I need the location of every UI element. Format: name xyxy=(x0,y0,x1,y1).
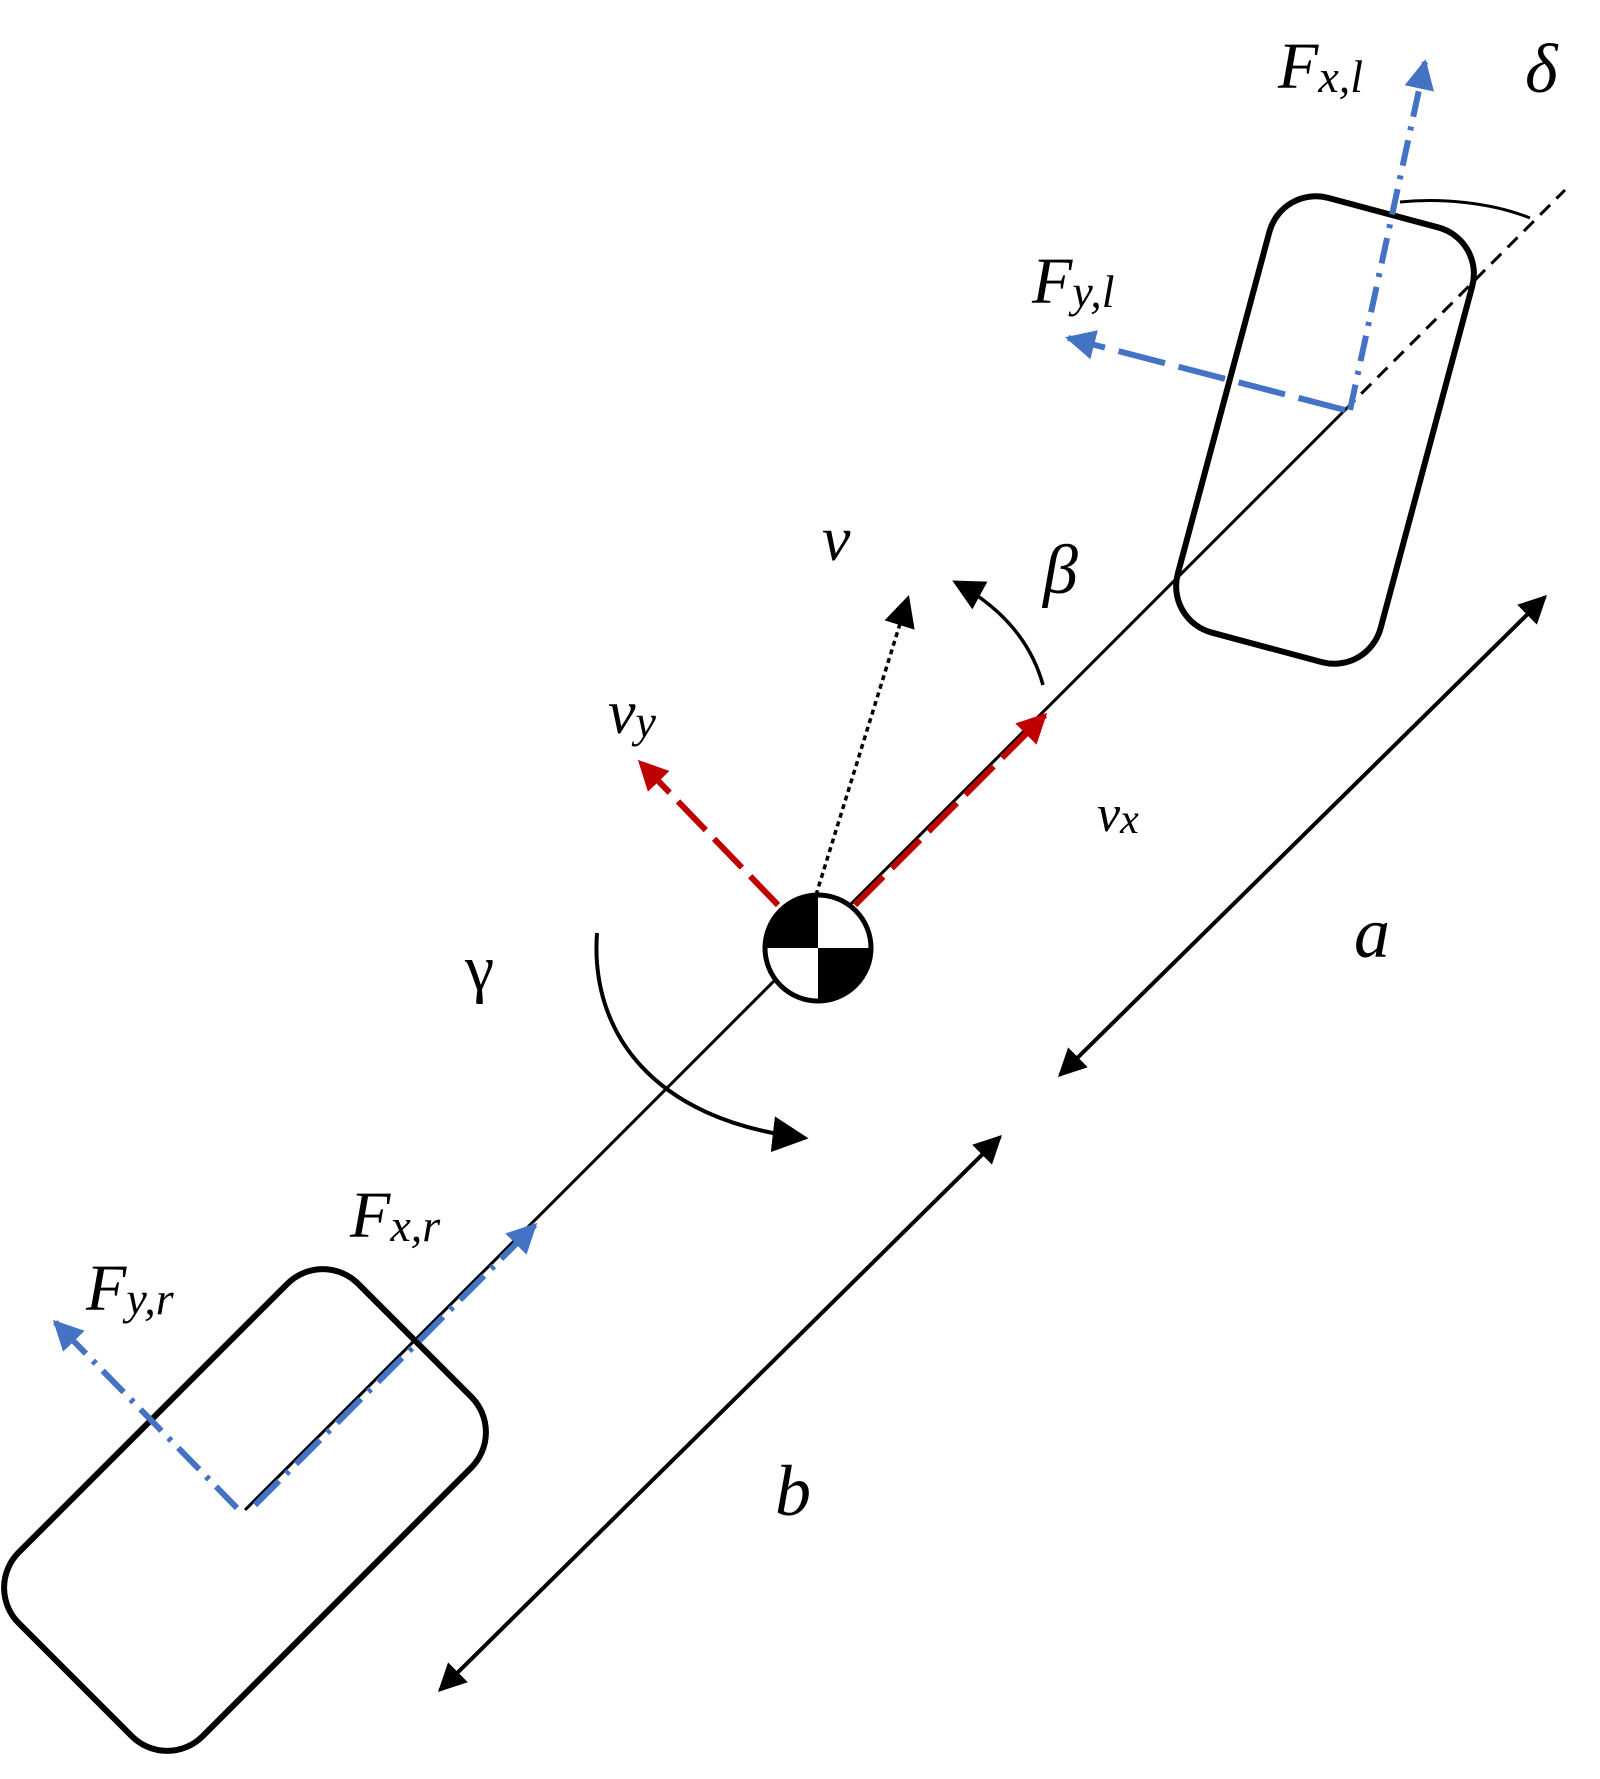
rear-axle-distance-arrow xyxy=(438,1135,1002,1692)
label-vx: vx xyxy=(1097,786,1139,843)
rear-lateral-force-arrow xyxy=(52,1319,240,1511)
steering-angle-arc xyxy=(1399,199,1531,220)
front-axle-distance-arrow xyxy=(1058,595,1547,1077)
label-fy-front: Fy,l xyxy=(1031,245,1115,318)
rear-longitudinal-force-arrow xyxy=(252,1222,538,1508)
resultant-velocity-arrow xyxy=(814,594,915,896)
vehicle-axis-extension-dashed xyxy=(1343,188,1567,412)
label-gamma: γ xyxy=(464,932,494,1005)
label-v: v xyxy=(822,503,851,574)
label-fx-front: Fx,l xyxy=(1277,30,1363,103)
label-fy-rear: Fy,r xyxy=(85,1252,175,1325)
label-vy: vy xyxy=(608,679,657,747)
sideslip-angle-arc xyxy=(952,580,1045,686)
label-delta: δ xyxy=(1525,31,1559,108)
label-a: a xyxy=(1354,893,1390,973)
vx-velocity-arrow xyxy=(852,712,1048,908)
label-beta: β xyxy=(1041,532,1078,609)
front-lateral-force-arrow xyxy=(1065,330,1346,413)
front-longitudinal-force-arrow xyxy=(1347,59,1434,411)
label-fx-rear: Fx,r xyxy=(349,1179,441,1252)
label-b: b xyxy=(775,1451,811,1531)
center-of-gravity-icon xyxy=(762,892,874,1004)
vy-velocity-arrow xyxy=(637,759,781,908)
yaw-rate-arc xyxy=(594,932,809,1153)
